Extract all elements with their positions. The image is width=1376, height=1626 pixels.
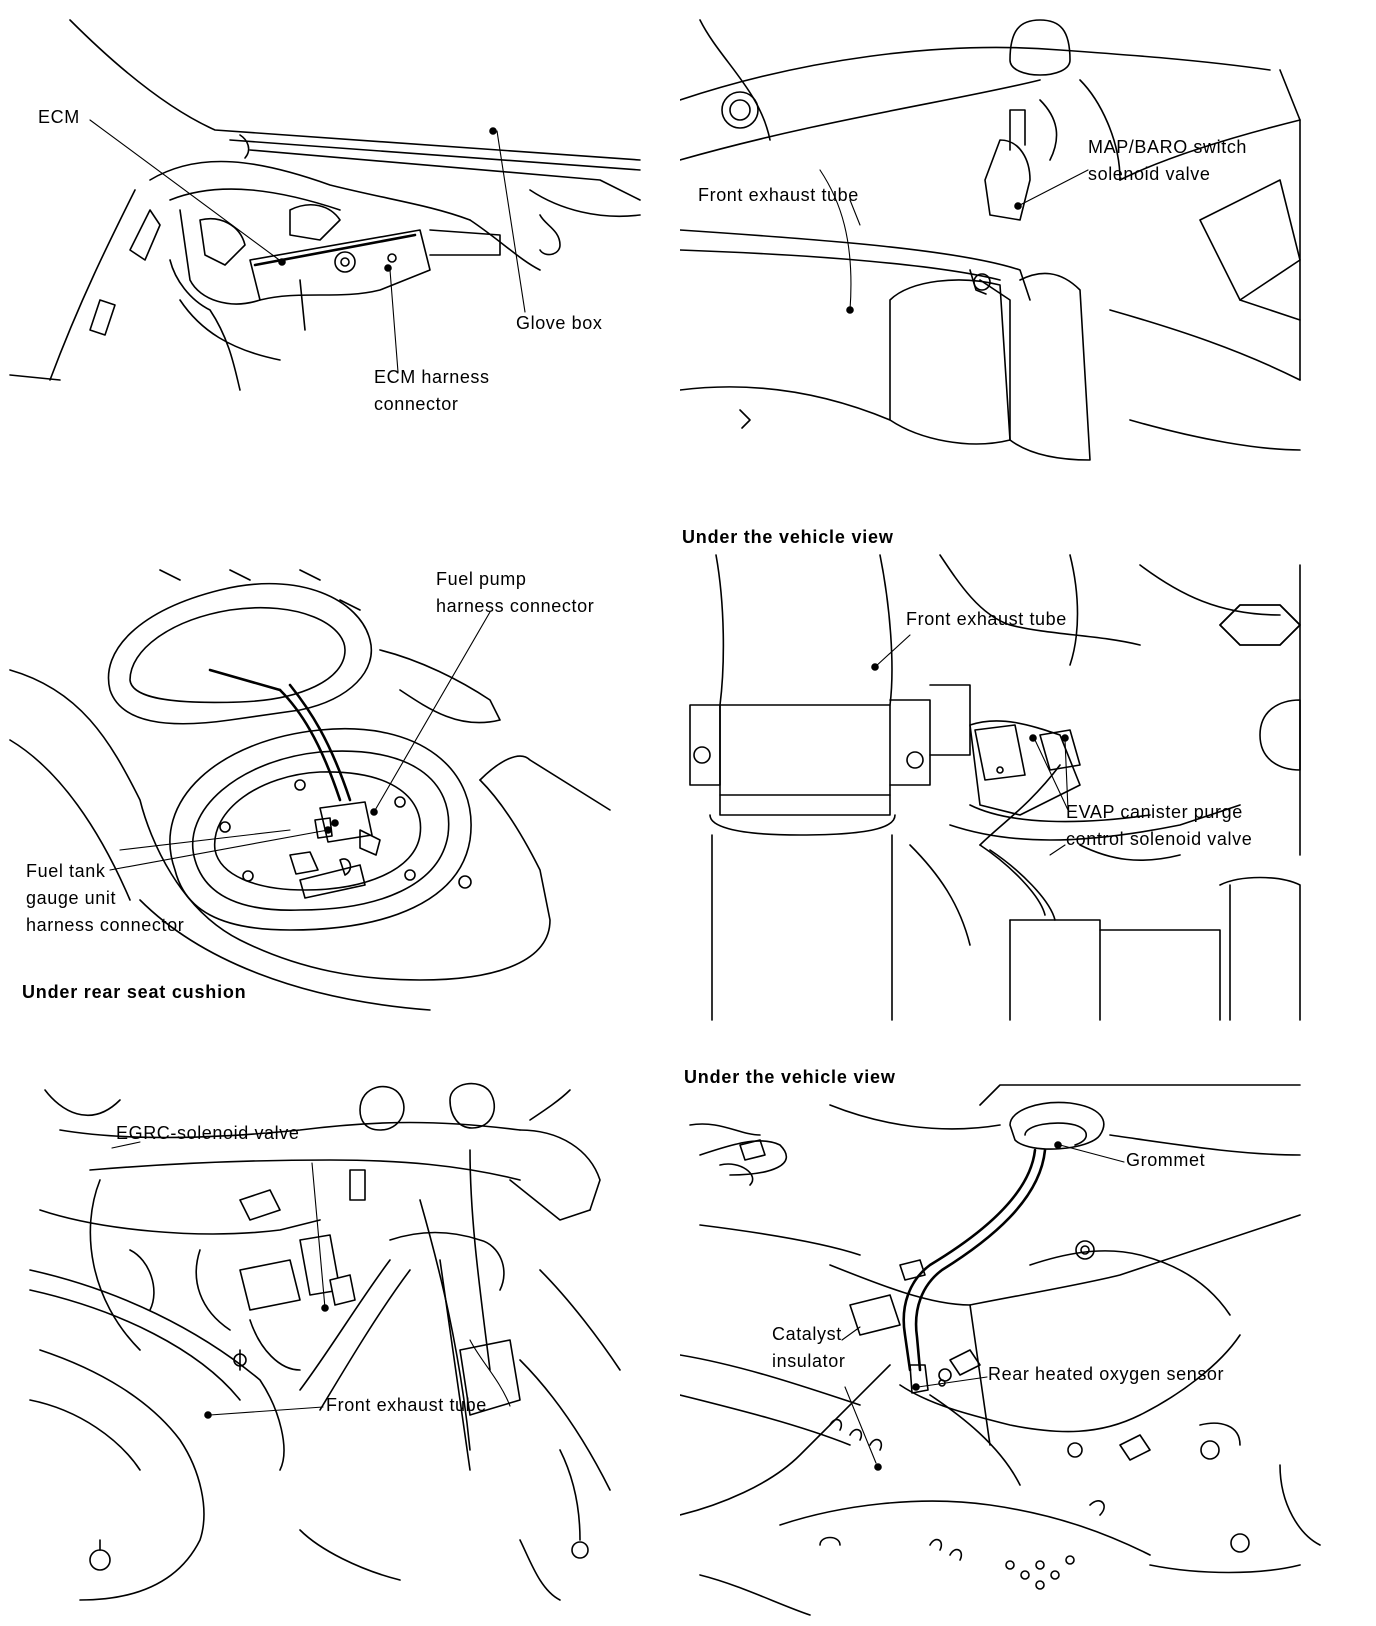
ecm-harness-connector-label: ECM harness connector	[374, 367, 490, 414]
fuel-tank-gauge-unit-harness-connector-label: Fuel tank gauge unit harness connector	[26, 861, 185, 935]
glove-box-label: Glove box	[516, 313, 603, 333]
ecm-location-drawing	[9, 19, 641, 391]
evap-location-drawing	[689, 554, 1301, 1021]
panel-map-baro-location: MAP/BARO switch solenoid valve Front exh…	[680, 0, 1376, 500]
rear-o2-location-drawing	[680, 1084, 1321, 1616]
under-the-vehicle-view-caption-2: Under the vehicle view	[684, 1067, 896, 1087]
under-the-vehicle-view-caption-1: Under the vehicle view	[682, 527, 894, 547]
rear-heated-oxygen-sensor-label: Rear heated oxygen sensor	[988, 1364, 1225, 1384]
catalyst-insulator-label: Catalyst insulator	[772, 1324, 846, 1371]
fuel-pump-location-drawing	[9, 569, 611, 1011]
grommet-label: Grommet	[1126, 1150, 1206, 1170]
panel-ecm-location: ECM Glove box ECM harness connector	[0, 0, 680, 500]
under-rear-seat-cushion-caption: Under rear seat cushion	[22, 982, 247, 1002]
ecm-label: ECM	[38, 107, 80, 127]
fuel-pump-harness-connector-label: Fuel pump harness connector	[436, 569, 595, 616]
panel-fuel-pump-location: Fuel pump harness connector Fuel tank ga…	[0, 540, 680, 1040]
front-exhaust-tube-label-1: Front exhaust tube	[698, 185, 859, 205]
panel-egrc-location: EGRC-solenoid valve Front exhaust tube	[0, 1070, 680, 1626]
front-exhaust-tube-label-3: Front exhaust tube	[326, 1395, 487, 1415]
panel-rear-o2-location: Under the vehicle view	[680, 1065, 1376, 1626]
panel-evap-location: Under the vehicle view	[680, 525, 1376, 1045]
egrc-solenoid-valve-label: EGRC-solenoid valve	[116, 1123, 300, 1143]
front-exhaust-tube-label-2: Front exhaust tube	[906, 609, 1067, 629]
map-baro-location-drawing	[680, 19, 1301, 461]
egrc-location-drawing	[29, 1082, 621, 1601]
map-baro-switch-solenoid-valve-label: MAP/BARO switch solenoid valve	[1088, 137, 1248, 184]
evap-canister-purge-control-solenoid-valve-label: EVAP canister purge control solenoid val…	[1066, 802, 1253, 849]
